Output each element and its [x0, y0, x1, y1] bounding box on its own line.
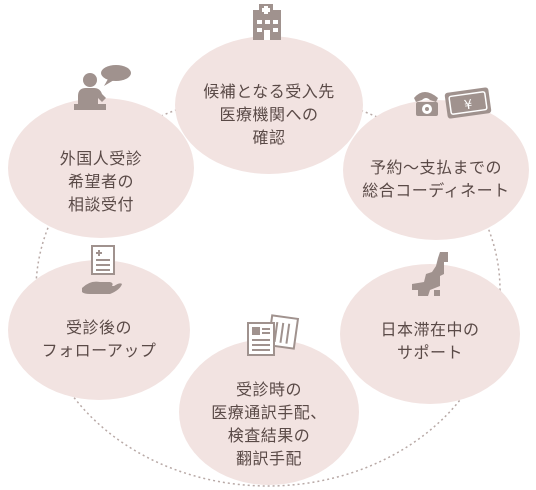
- step-5-label: 受診後の フォローアップ: [41, 318, 157, 360]
- step-circle-1: 候補となる受入先 医療機関への 確認: [175, 36, 363, 174]
- step-4-label: 受診時の 医療通訳手配、 検査結果の 翻訳手配: [211, 380, 327, 468]
- step-circle-2: 予約〜支払までの 総合コーディネート: [343, 100, 529, 240]
- japan-map-icon: [412, 252, 448, 296]
- step-1-label: 候補となる受入先 医療機関への 確認: [203, 81, 335, 147]
- step-2-label: 予約〜支払までの 総合コーディネート: [362, 158, 510, 200]
- hand-with-document-icon: [82, 245, 122, 294]
- step-6-label: 外国人受診 希望者の 相談受付: [59, 148, 143, 214]
- documents-icon: [247, 314, 300, 356]
- step-circle-6: 外国人受診 希望者の 相談受付: [8, 98, 194, 238]
- phone-and-money-icon: ¥: [414, 87, 492, 119]
- hospital-building-icon: [253, 4, 281, 40]
- person-consultation-icon: [74, 65, 131, 110]
- step-3-label: 日本滞在中の サポート: [380, 320, 480, 362]
- step-circle-5: 受診後の フォローアップ: [8, 260, 190, 400]
- svg-text:¥: ¥: [463, 97, 473, 113]
- step-circle-4: 受診時の 医療通訳手配、 検査結果の 翻訳手配: [179, 339, 359, 485]
